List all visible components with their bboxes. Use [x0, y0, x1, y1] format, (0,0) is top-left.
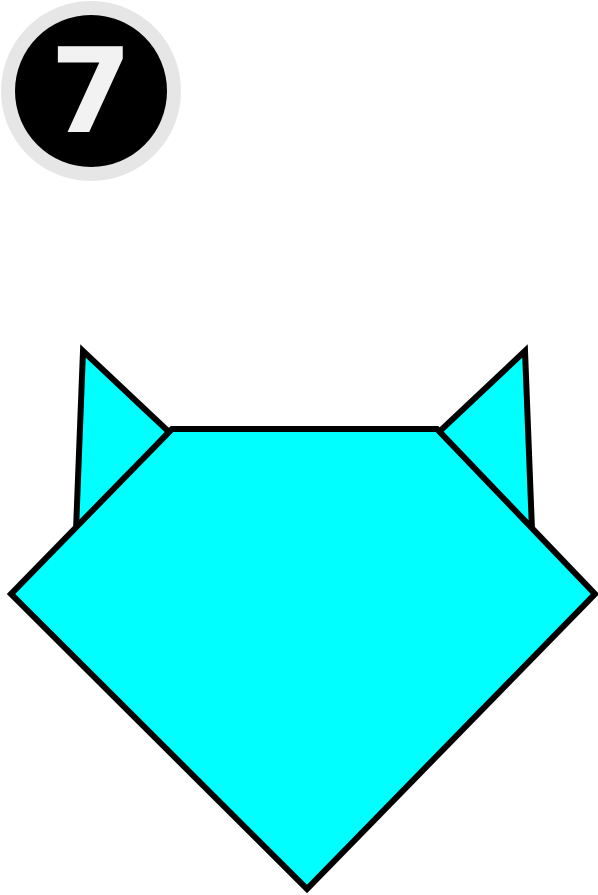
step-circle-icon — [1, 1, 181, 181]
face-shape — [6, 426, 598, 894]
step-number: 7 — [49, 22, 133, 160]
step-badge: 7 — [0, 0, 184, 184]
